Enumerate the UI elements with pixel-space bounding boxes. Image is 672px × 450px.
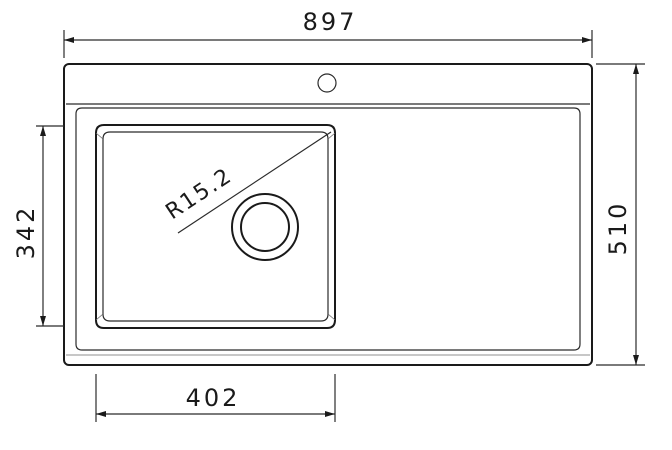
bowl-height-dimension-label: 342 xyxy=(12,205,40,260)
bowl-width-dimension-label: 402 xyxy=(186,384,241,412)
drain xyxy=(231,193,299,261)
bowl xyxy=(95,124,336,329)
width-dimension: 897 xyxy=(63,8,593,58)
bowl-width-dimension: 402 xyxy=(95,374,336,422)
bowl-height-dimension: 342 xyxy=(12,125,64,327)
radius-label: R15.2 xyxy=(162,163,238,225)
tap-hole xyxy=(317,73,337,93)
width-dimension-label: 897 xyxy=(303,8,358,36)
radius-leader: R15.2 xyxy=(162,131,332,234)
sink-body xyxy=(63,63,593,366)
height-dimension: 510 xyxy=(596,63,645,366)
height-dimension-label: 510 xyxy=(604,201,632,256)
